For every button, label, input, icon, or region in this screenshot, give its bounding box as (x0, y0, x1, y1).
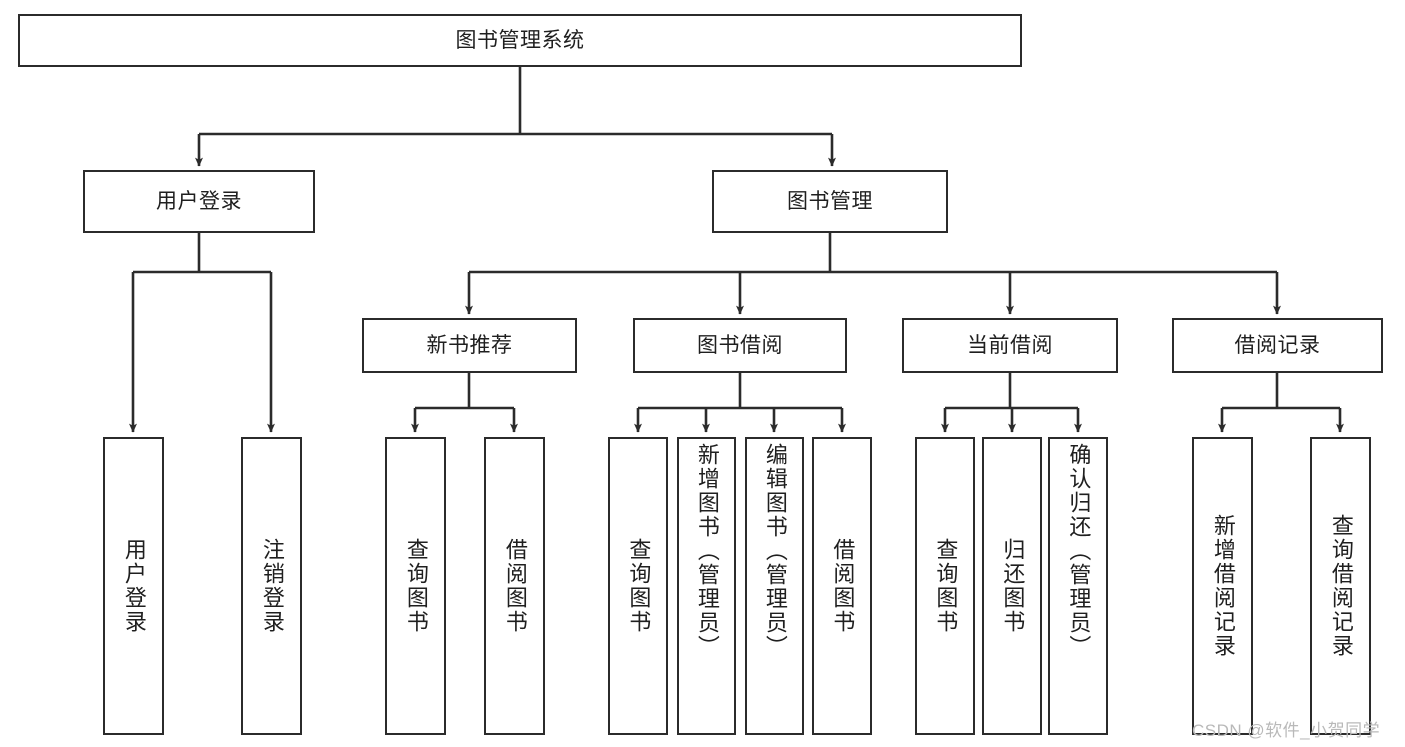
leaf-record-query-borrow-record[interactable]: 查询借阅记录 (1310, 437, 1371, 735)
leaf-user-login-login[interactable]: 用户登录 (103, 437, 164, 735)
node-label: 借阅图书 (830, 538, 856, 634)
node-label: 用户登录 (156, 189, 242, 213)
node-label: 借阅记录 (1234, 333, 1321, 357)
node-label: 新增图书（管理员） (694, 443, 720, 659)
node-label: 图书管理系统 (455, 28, 585, 52)
leaf-borrow-add-book-admin[interactable]: 新增图书（管理员） (677, 437, 736, 735)
node-root-book-management-system[interactable]: 图书管理系统 (18, 14, 1022, 67)
leaf-current-return-book[interactable]: 归还图书 (982, 437, 1042, 735)
leaf-record-add-borrow-record[interactable]: 新增借阅记录 (1192, 437, 1253, 735)
node-label: 归还图书 (1000, 538, 1026, 634)
node-label: 图书管理 (787, 189, 873, 213)
node-label: 借阅图书 (502, 538, 528, 634)
node-book-borrow[interactable]: 图书借阅 (633, 318, 847, 373)
node-borrow-record[interactable]: 借阅记录 (1172, 318, 1383, 373)
node-label: 查询借阅记录 (1328, 514, 1354, 658)
node-label: 新书推荐 (426, 333, 513, 357)
node-label: 查询图书 (626, 538, 652, 634)
leaf-borrow-edit-book-admin[interactable]: 编辑图书（管理员） (745, 437, 804, 735)
leaf-recommend-query-book[interactable]: 查询图书 (385, 437, 446, 735)
node-label: 确认归还（管理员） (1066, 443, 1092, 659)
node-label: 查询图书 (933, 538, 959, 634)
leaf-borrow-query-book[interactable]: 查询图书 (608, 437, 668, 735)
leaf-current-confirm-return-admin[interactable]: 确认归还（管理员） (1048, 437, 1108, 735)
node-label: 当前借阅 (967, 333, 1053, 357)
node-label: 注销登录 (259, 538, 285, 634)
node-book-management[interactable]: 图书管理 (712, 170, 948, 233)
node-label: 新增借阅记录 (1210, 514, 1236, 658)
node-current-borrow[interactable]: 当前借阅 (902, 318, 1118, 373)
node-new-book-recommend[interactable]: 新书推荐 (362, 318, 577, 373)
leaf-user-login-logout[interactable]: 注销登录 (241, 437, 302, 735)
node-label: 查询图书 (403, 538, 429, 634)
node-label: 编辑图书（管理员） (762, 443, 788, 659)
node-label: 用户登录 (121, 538, 147, 634)
csdn-watermark: CSDN @软件_小贺同学 (1192, 721, 1381, 740)
node-user-login[interactable]: 用户登录 (83, 170, 315, 233)
node-label: 图书借阅 (697, 333, 783, 357)
leaf-recommend-borrow-book[interactable]: 借阅图书 (484, 437, 545, 735)
leaf-borrow-borrow-book[interactable]: 借阅图书 (812, 437, 872, 735)
leaf-current-query-book[interactable]: 查询图书 (915, 437, 975, 735)
